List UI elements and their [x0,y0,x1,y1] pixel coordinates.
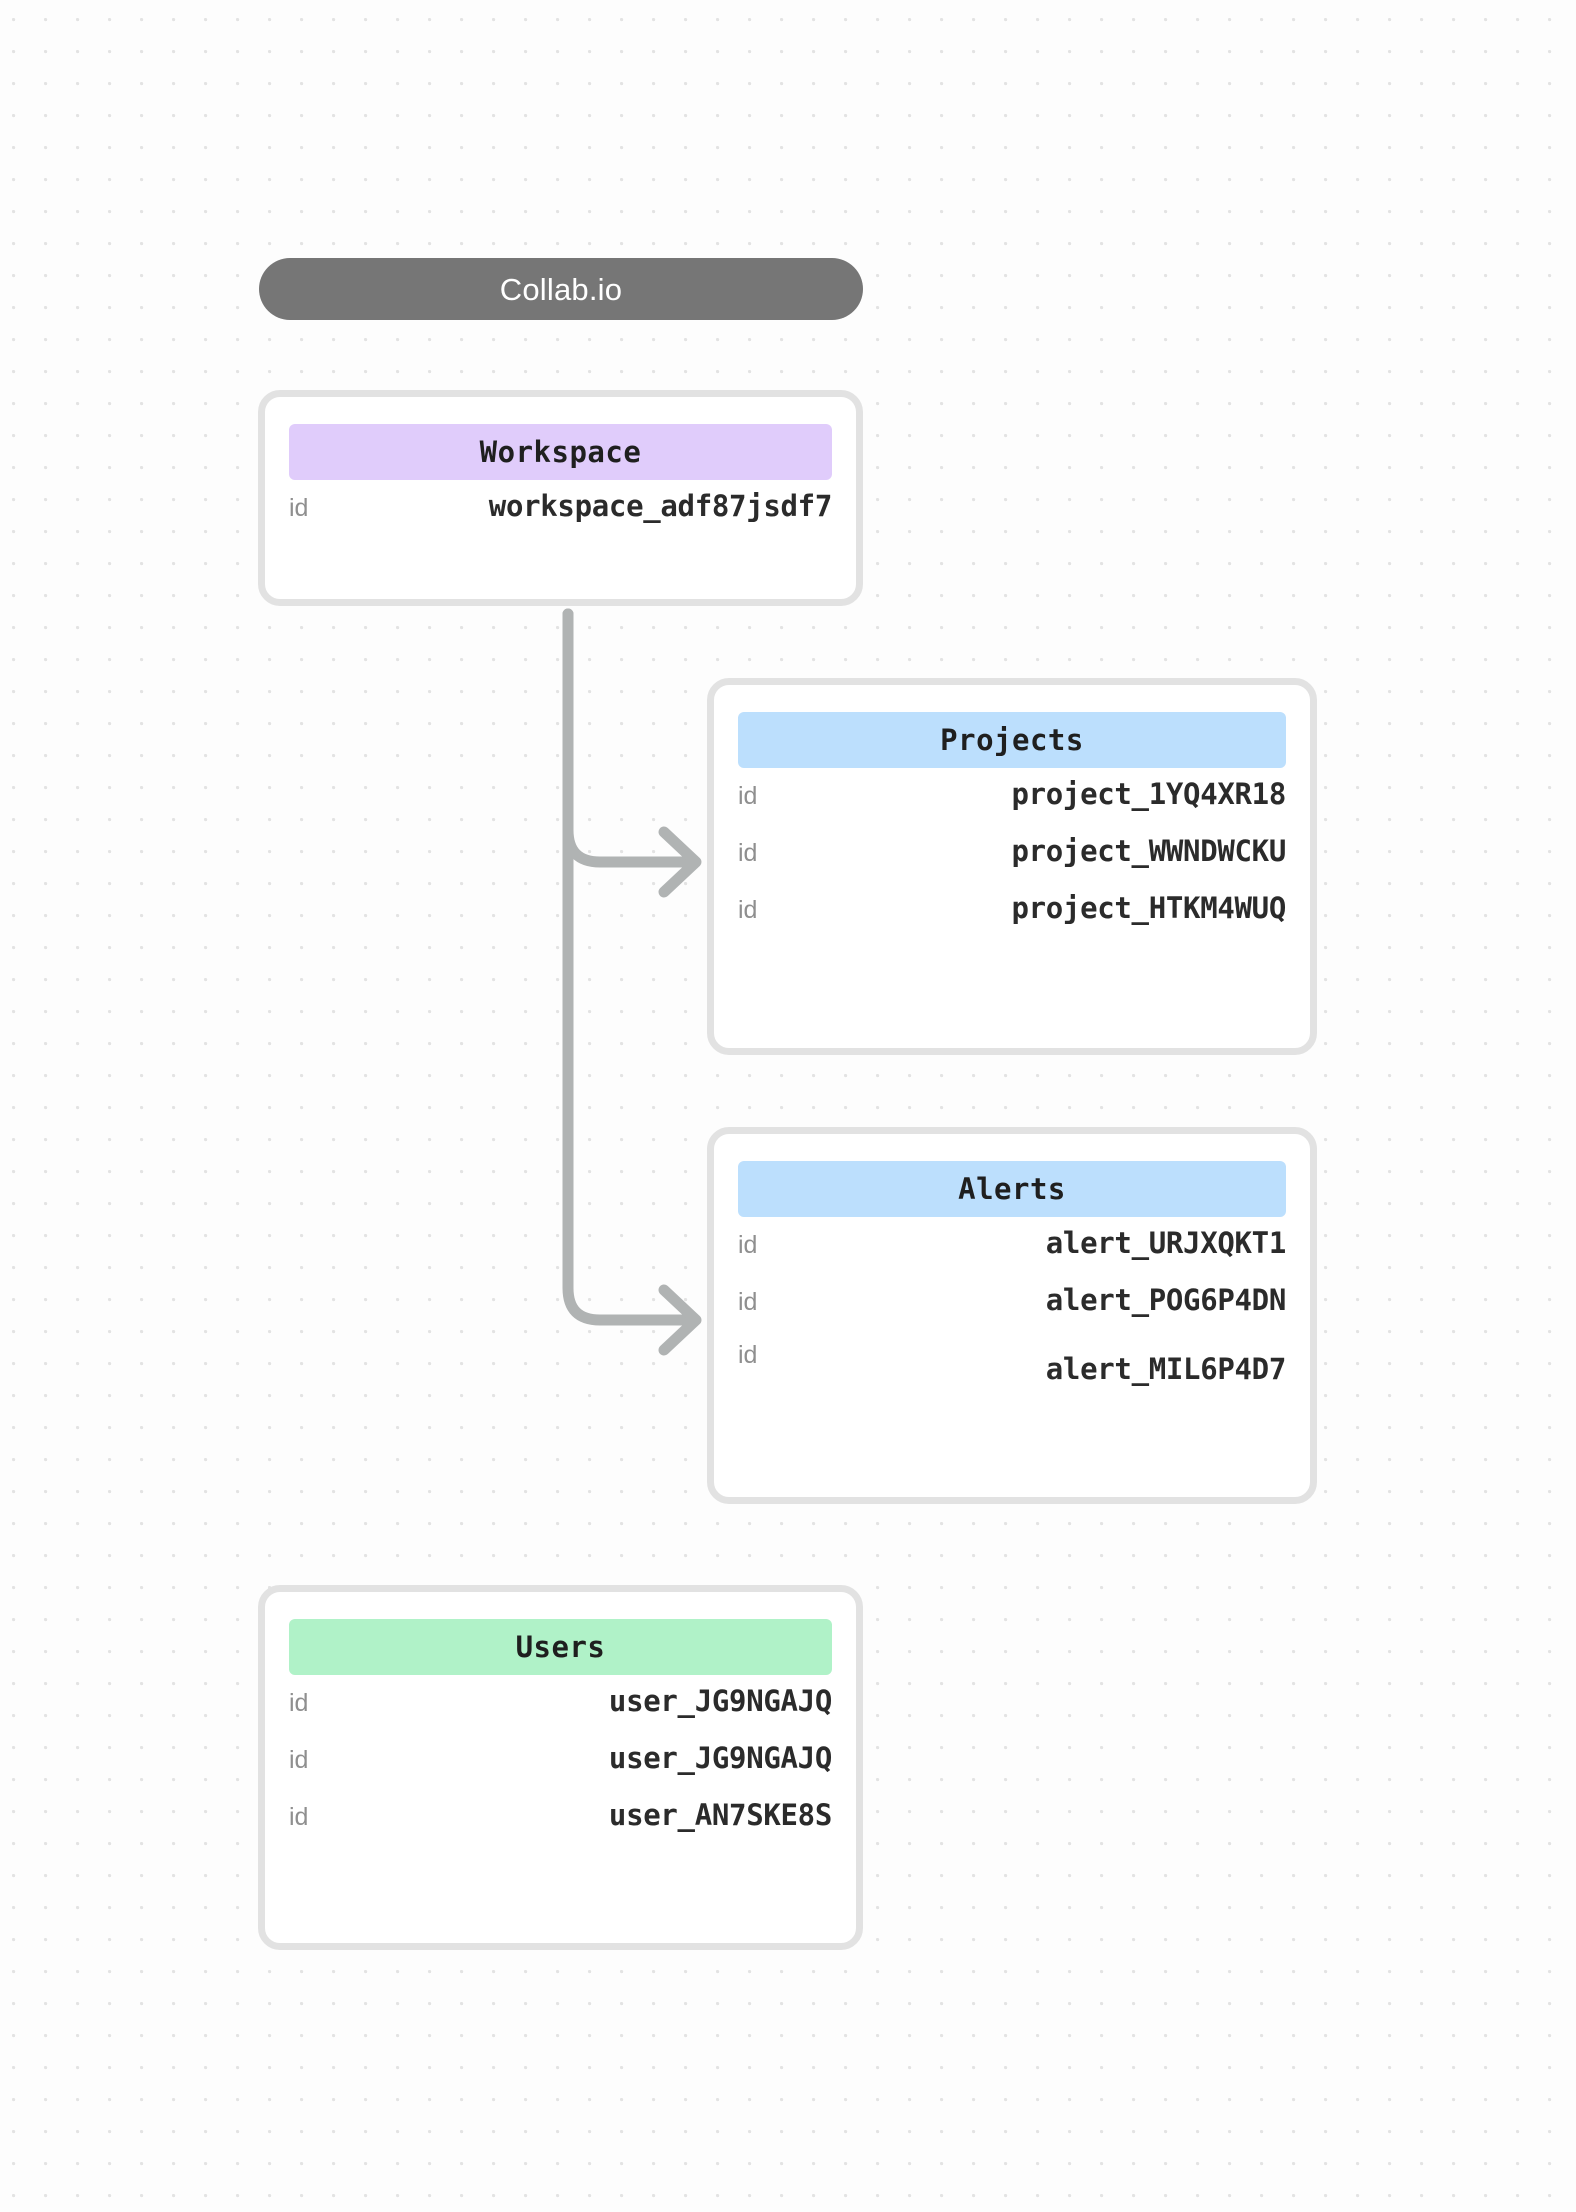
row-key: id [738,1288,758,1316]
table-row[interactable]: id project_HTKM4WUQ [738,894,1286,951]
table-row[interactable]: id user_AN7SKE8S [289,1801,832,1858]
table-row[interactable]: id user_JG9NGAJQ [289,1687,832,1744]
entity-header-alerts: Alerts [738,1161,1286,1217]
row-value: project_WWNDWCKU [1011,834,1286,868]
connector-workspace-to-alerts [562,608,698,1326]
row-value: project_1YQ4XR18 [1011,777,1286,811]
entity-rows-workspace: id workspace_adf87jsdf7 [289,480,832,549]
connector-workspace-to-projects [562,608,698,868]
row-value: alert_MIL6P4D7 [1045,1352,1287,1386]
table-row[interactable]: id workspace_adf87jsdf7 [289,492,832,549]
entity-header-workspace: Workspace [289,424,832,480]
entity-card-users[interactable]: Users id user_JG9NGAJQ id user_JG9NGAJQ … [258,1585,863,1950]
row-value: user_JG9NGAJQ [608,1684,832,1718]
entity-title-workspace: Workspace [479,434,642,469]
row-value: user_JG9NGAJQ [608,1741,832,1775]
row-value: workspace_adf87jsdf7 [488,489,833,523]
row-key: id [738,782,758,810]
entity-header-users: Users [289,1619,832,1675]
entity-card-alerts[interactable]: Alerts id alert_URJXQKT1 id alert_POG6P4… [707,1127,1317,1504]
app-title-label: Collab.io [499,271,623,307]
arrowhead-alerts [658,1284,702,1356]
table-row[interactable]: id alert_POG6P4DN [738,1286,1286,1343]
row-key: id [289,1803,309,1831]
row-key: id [289,494,309,522]
row-value: alert_URJXQKT1 [1045,1226,1287,1260]
row-value: alert_POG6P4DN [1045,1283,1287,1317]
table-row[interactable]: id alert_URJXQKT1 [738,1229,1286,1286]
entity-title-users: Users [515,1629,606,1664]
entity-title-alerts: Alerts [958,1171,1066,1206]
entity-title-projects: Projects [940,722,1084,757]
entity-rows-alerts: id alert_URJXQKT1 id alert_POG6P4DN id a… [738,1217,1286,1400]
entity-card-workspace[interactable]: Workspace id workspace_adf87jsdf7 [258,390,863,606]
table-row[interactable]: id alert_MIL6P4D7 [738,1343,1286,1400]
table-row[interactable]: id project_WWNDWCKU [738,837,1286,894]
row-key: id [738,839,758,867]
entity-header-projects: Projects [738,712,1286,768]
entity-rows-projects: id project_1YQ4XR18 id project_WWNDWCKU … [738,768,1286,951]
entity-rows-users: id user_JG9NGAJQ id user_JG9NGAJQ id use… [289,1675,832,1858]
row-key: id [289,1689,309,1717]
row-key: id [738,1231,758,1259]
app-title-pill[interactable]: Collab.io [259,258,863,320]
row-key: id [738,896,758,924]
table-row[interactable]: id project_1YQ4XR18 [738,780,1286,837]
row-key: id [738,1341,758,1369]
table-row[interactable]: id user_JG9NGAJQ [289,1744,832,1801]
arrowhead-projects [658,826,702,898]
entity-card-projects[interactable]: Projects id project_1YQ4XR18 id project_… [707,678,1317,1055]
row-value: project_HTKM4WUQ [1011,891,1286,925]
row-key: id [289,1746,309,1774]
row-value: user_AN7SKE8S [608,1798,832,1832]
